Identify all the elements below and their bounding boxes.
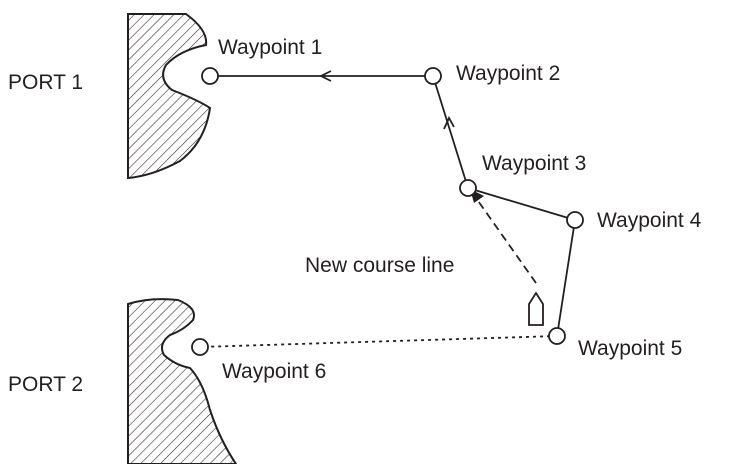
leg-wp5-wp6: [199, 335, 558, 348]
waypoint-6-marker: [191, 338, 209, 356]
waypoint-2-label: Waypoint 2: [456, 62, 560, 85]
waypoint-4-label: Waypoint 4: [597, 209, 702, 232]
port1-label: PORT 1: [8, 71, 83, 94]
waypoint-1-label: Waypoint 1: [218, 36, 322, 59]
waypoint-5-label: Waypoint 5: [578, 337, 682, 360]
leg-wp3-wp2: [432, 75, 469, 189]
new-course-line: [475, 197, 537, 284]
port1-coastline: [127, 13, 212, 180]
waypoint-3-label: Waypoint 3: [482, 152, 586, 175]
waypoint-2-marker: [424, 67, 442, 85]
waypoint-1-marker: [201, 67, 219, 85]
waypoint-4-marker: [566, 211, 584, 229]
new-course-line-label: New course line: [305, 254, 454, 277]
leg-wp5-wp4: [556, 219, 576, 337]
direction-arrow-icon: [318, 70, 332, 82]
ship-icon: [528, 291, 544, 326]
direction-arrow-icon: [443, 116, 455, 130]
waypoint-5-marker: [548, 327, 566, 345]
port2-coastline: [127, 298, 238, 464]
waypoint-3-marker: [459, 179, 477, 197]
port2-label: PORT 2: [8, 373, 83, 396]
leg-wp4-wp3: [467, 187, 576, 221]
waypoint-6-label: Waypoint 6: [222, 360, 326, 383]
